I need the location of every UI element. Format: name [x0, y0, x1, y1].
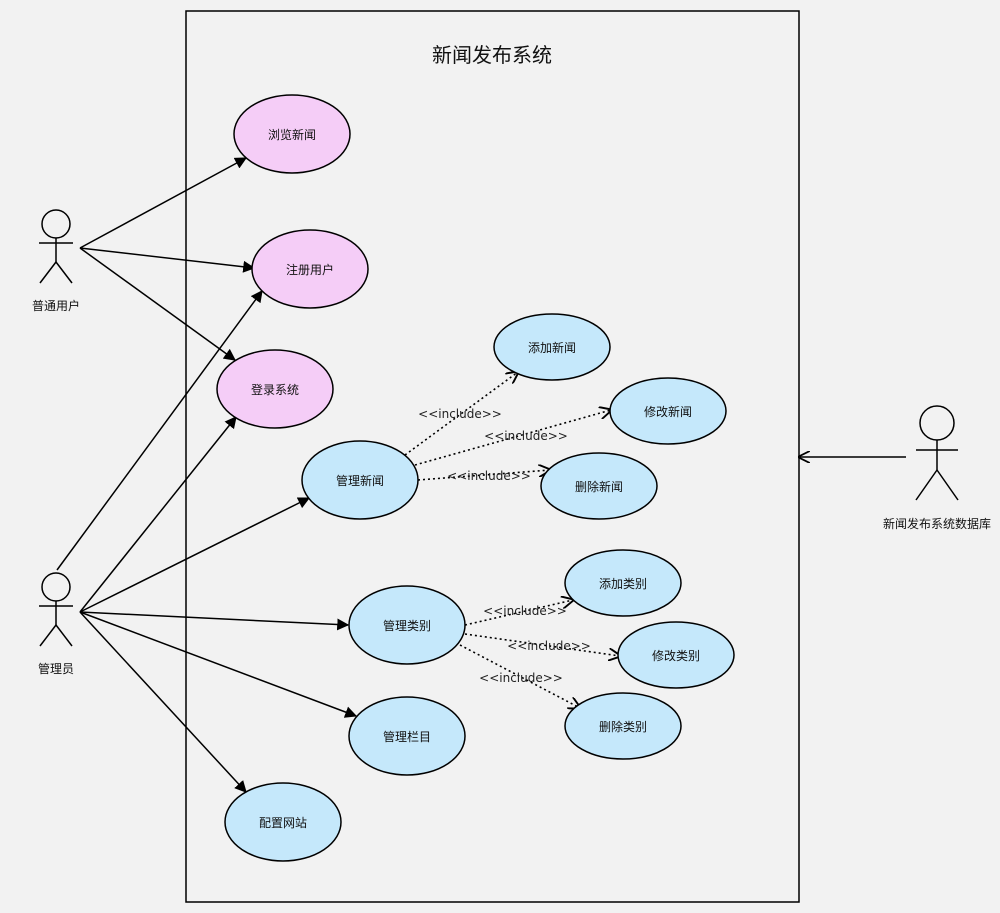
- usecase-label: 浏览新闻: [268, 127, 316, 142]
- assoc-admin-register: [56, 290, 263, 571]
- include-label: <<include>>: [484, 429, 568, 443]
- actor-user[interactable]: [39, 209, 73, 284]
- usecase-label: 添加类别: [599, 577, 647, 591]
- include-edit-news: [414, 410, 611, 466]
- assoc-admin-config-site: [79, 611, 247, 793]
- actor-database[interactable]: [915, 405, 959, 501]
- usecase-label: 登录系统: [251, 382, 299, 397]
- usecase-manage-category[interactable]: 管理类别: [348, 585, 466, 665]
- usecase-delete-category[interactable]: 删除类别: [564, 692, 682, 760]
- include-labels: <<include>> <<include>> <<include>> <<in…: [418, 407, 591, 685]
- usecase-add-category[interactable]: 添加类别: [564, 549, 682, 617]
- usecase-label: 注册用户: [286, 262, 334, 277]
- usecase-edit-news[interactable]: 修改新闻: [609, 377, 727, 445]
- usecase-browse-news[interactable]: 浏览新闻: [233, 94, 351, 174]
- actor-head-icon: [41, 209, 71, 239]
- include-edit-category: [464, 633, 620, 656]
- actor-admin-label: 管理员: [38, 661, 74, 676]
- usecase-label: 管理类别: [383, 618, 431, 633]
- usecase-login[interactable]: 登录系统: [216, 349, 334, 429]
- usecase-config-site[interactable]: 配置网站: [224, 782, 342, 862]
- usecase-label: 删除新闻: [575, 479, 623, 494]
- include-lines: [404, 372, 620, 708]
- usecase-label: 修改新闻: [644, 404, 692, 419]
- usecase-label: 配置网站: [259, 816, 307, 830]
- actor-admin[interactable]: [39, 572, 73, 647]
- include-label: <<include>>: [483, 604, 567, 618]
- include-label: <<include>>: [479, 671, 563, 685]
- include-delete-news: [417, 470, 550, 481]
- include-label: <<include>>: [418, 407, 502, 421]
- include-label: <<include>>: [447, 469, 531, 483]
- usecase-label: 添加新闻: [528, 340, 576, 355]
- usecase-edit-category[interactable]: 修改类别: [617, 621, 735, 689]
- assoc-admin-manage-category: [79, 611, 350, 631]
- include-label: <<include>>: [507, 639, 591, 653]
- assoc-admin-login: [79, 416, 237, 613]
- usecase-manage-column[interactable]: 管理栏目: [348, 696, 466, 776]
- include-add-category: [464, 600, 573, 626]
- usecase-manage-news[interactable]: 管理新闻: [301, 440, 419, 520]
- actor-head-icon: [919, 405, 955, 441]
- usecase-register-user[interactable]: 注册用户: [251, 229, 369, 309]
- usecase-label: 修改类别: [652, 648, 700, 663]
- assoc-admin-manage-news: [79, 497, 311, 613]
- admin-associations: [56, 290, 358, 793]
- usecase-label: 管理栏目: [383, 729, 431, 744]
- actor-database-label: 新闻发布系统数据库: [883, 516, 991, 531]
- usecase-label: 删除类别: [599, 719, 647, 734]
- usecase-add-news[interactable]: 添加新闻: [493, 313, 611, 381]
- usecase-delete-news[interactable]: 删除新闻: [540, 452, 658, 520]
- actor-user-label: 普通用户: [32, 298, 80, 313]
- user-associations: [79, 157, 256, 361]
- usecase-label: 管理新闻: [336, 473, 384, 488]
- assoc-user-login: [79, 247, 236, 361]
- assoc-admin-manage-column: [79, 611, 358, 718]
- actor-head-icon: [41, 572, 71, 602]
- system-title: 新闻发布系统: [432, 43, 552, 67]
- assoc-user-register: [79, 247, 256, 273]
- assoc-user-browse: [79, 157, 248, 249]
- include-add-news: [404, 372, 518, 456]
